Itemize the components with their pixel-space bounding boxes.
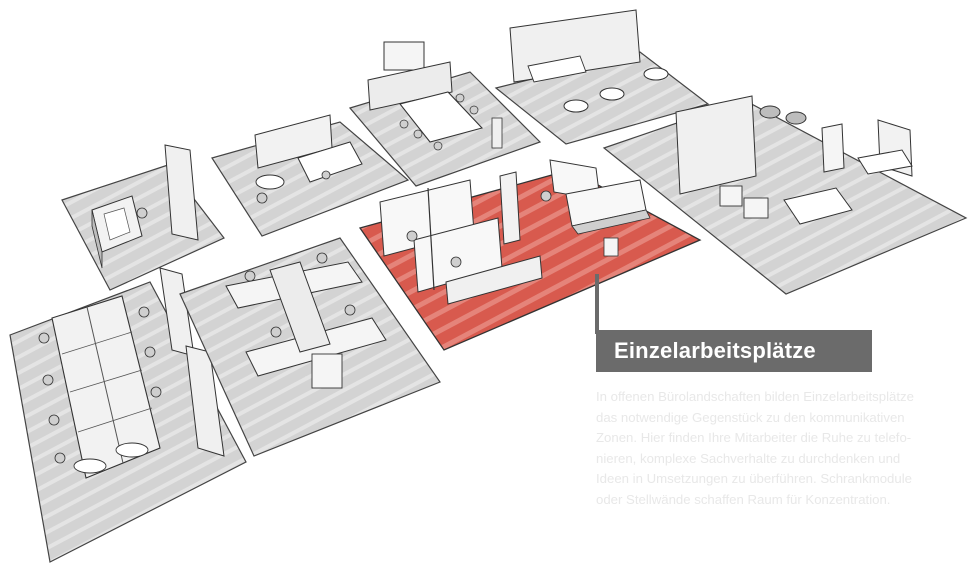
description-line: nieren, komplexe Sachverhalte zu durchde… [596, 450, 901, 466]
description-line: das notwendige Gegenstück zu den kommuni… [596, 409, 905, 425]
callout-description: In offenen Bürolandschaften bilden Einze… [596, 387, 966, 510]
description-line: In offenen Bürolandschaften bilden Einze… [596, 389, 914, 404]
zone-cafeteria [494, 9, 710, 145]
description-line: oder Stellwände schaffen Raum für Konzen… [596, 491, 891, 507]
zone-lounge [211, 114, 410, 237]
zone-creative [602, 95, 968, 295]
zone-single-office [61, 144, 225, 291]
zone-conference [348, 41, 542, 187]
callout-title: Einzelarbeitsplätze [596, 330, 872, 372]
zone-open-office [9, 267, 247, 563]
zone-team-desks [179, 237, 441, 457]
zone-einzelarbeitsplaetze-highlight [358, 159, 702, 351]
description-line: Ideen in Umsetzungen zu überführen. Schr… [596, 471, 912, 486]
description-line: Zonen. Hier finden Ihre Mitarbeiter die … [596, 430, 912, 445]
